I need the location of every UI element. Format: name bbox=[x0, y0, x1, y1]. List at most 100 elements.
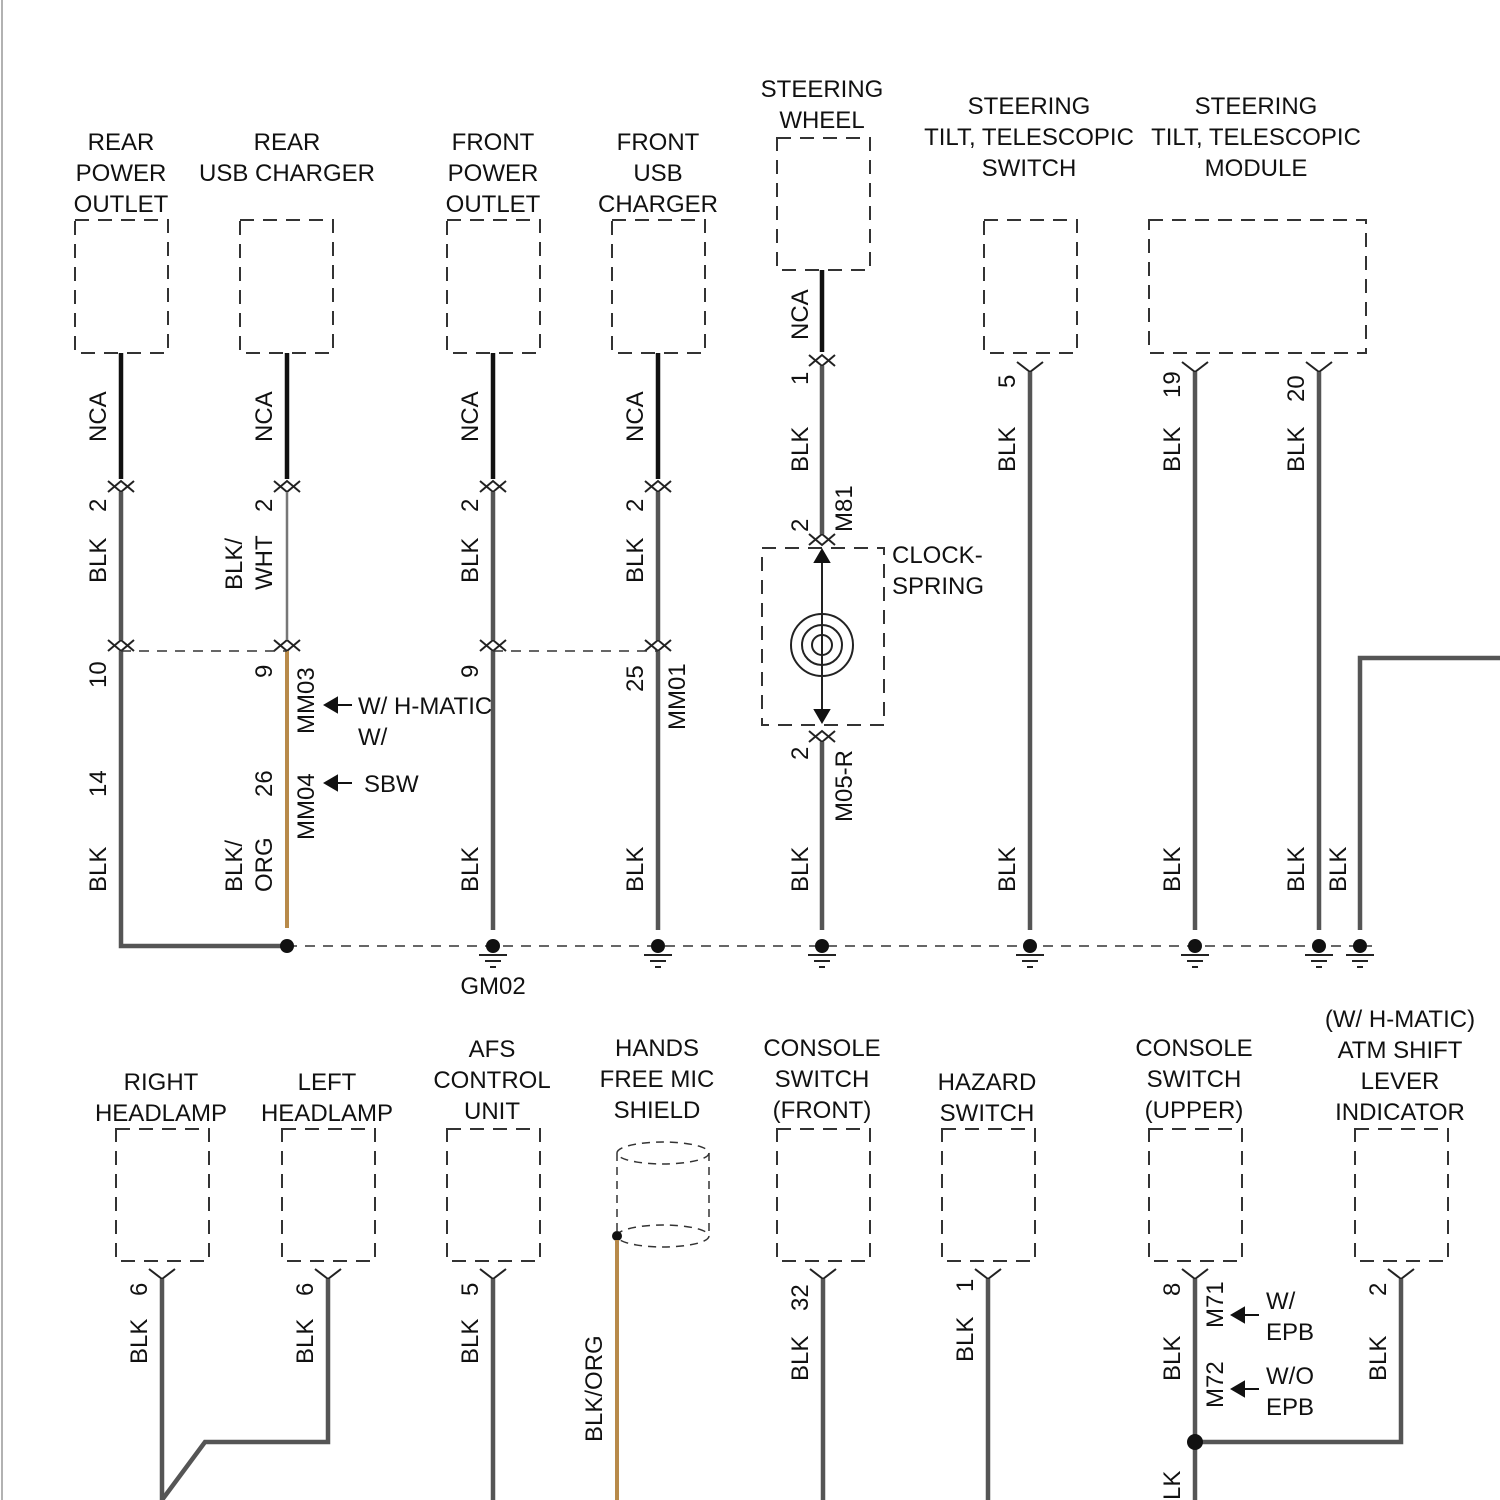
svg-text:WHEEL: WHEEL bbox=[779, 107, 864, 134]
right-headlamp-box bbox=[116, 1129, 209, 1261]
svg-text:6: 6 bbox=[126, 1283, 153, 1296]
ground-label: GM02 bbox=[460, 973, 525, 1000]
svg-text:M81: M81 bbox=[831, 485, 858, 532]
blk-wht-label: BLK/ WHT bbox=[221, 535, 278, 590]
svg-text:(UPPER): (UPPER) bbox=[1145, 1097, 1244, 1124]
tilt-module-box bbox=[1149, 220, 1366, 353]
svg-text:STEERING: STEERING bbox=[1195, 93, 1318, 120]
svg-text:W/: W/ bbox=[1266, 1288, 1296, 1315]
svg-text:SBW: SBW bbox=[364, 771, 419, 798]
svg-text:2: 2 bbox=[787, 747, 814, 760]
svg-text:8: 8 bbox=[1159, 1283, 1186, 1296]
label-console-switch-front: CONSOLE SWITCH (FRONT) bbox=[763, 1035, 880, 1124]
svg-text:M05-R: M05-R bbox=[831, 750, 858, 822]
svg-text:OUTLET: OUTLET bbox=[446, 191, 541, 218]
svg-text:FREE MIC: FREE MIC bbox=[600, 1066, 715, 1093]
connector-symbols bbox=[108, 355, 1332, 742]
note-h-matic: W/ H-MATIC W/ bbox=[325, 693, 492, 751]
svg-text:LEVER: LEVER bbox=[1361, 1068, 1440, 1095]
label-tilt-switch: STEERING TILT, TELESCOPIC SWITCH bbox=[924, 93, 1134, 182]
label-right-headlamp: RIGHT HEADLAMP bbox=[95, 1069, 227, 1127]
svg-text:BLK: BLK bbox=[787, 427, 814, 472]
svg-text:BLK: BLK bbox=[994, 427, 1021, 472]
svg-text:BLK: BLK bbox=[457, 847, 484, 892]
svg-text:BLK: BLK bbox=[1283, 847, 1310, 892]
svg-text:HANDS: HANDS bbox=[615, 1035, 699, 1062]
svg-text:14: 14 bbox=[85, 770, 112, 797]
svg-text:NCA: NCA bbox=[457, 391, 484, 442]
svg-text:CONSOLE: CONSOLE bbox=[763, 1035, 880, 1062]
front-usb-charger-box bbox=[612, 220, 705, 353]
svg-text:2: 2 bbox=[251, 499, 278, 512]
svg-text:SHIELD: SHIELD bbox=[614, 1097, 701, 1124]
svg-text:2: 2 bbox=[787, 519, 814, 532]
note-sbw: SBW bbox=[325, 771, 419, 798]
steering-wheel-box bbox=[777, 138, 870, 270]
svg-text:2: 2 bbox=[622, 499, 649, 512]
label-afs-control-unit: AFS CONTROL UNIT bbox=[433, 1036, 550, 1125]
svg-text:SPRING: SPRING bbox=[892, 573, 984, 600]
svg-text:ORG: ORG bbox=[251, 837, 278, 892]
svg-text:NCA: NCA bbox=[251, 391, 278, 442]
connector-symbols-bottom bbox=[149, 1269, 1414, 1279]
svg-text:BLK: BLK bbox=[1159, 847, 1186, 892]
svg-text:20: 20 bbox=[1283, 375, 1310, 402]
label-steering-wheel: STEERING WHEEL bbox=[761, 76, 884, 134]
svg-text:LEFT: LEFT bbox=[298, 1069, 357, 1096]
svg-text:MM01: MM01 bbox=[664, 663, 691, 730]
svg-text:BLK/: BLK/ bbox=[221, 840, 248, 892]
svg-text:NCA: NCA bbox=[85, 391, 112, 442]
nca-wires bbox=[121, 270, 822, 479]
svg-text:BLK: BLK bbox=[622, 847, 649, 892]
rear-usb-charger-box bbox=[240, 220, 333, 353]
svg-text:CHARGER: CHARGER bbox=[598, 191, 718, 218]
svg-text:HEADLAMP: HEADLAMP bbox=[261, 1100, 393, 1127]
svg-text:BLK: BLK bbox=[1159, 1336, 1186, 1381]
svg-text:HAZARD: HAZARD bbox=[938, 1069, 1037, 1096]
svg-text:TILT, TELESCOPIC: TILT, TELESCOPIC bbox=[924, 124, 1134, 151]
blk-labels-top: BLK BLK BLK BLK BLK BLK BLK BLK BLK BLK … bbox=[85, 427, 1352, 892]
svg-text:10: 10 bbox=[85, 661, 112, 688]
svg-text:LK: LK bbox=[1159, 1471, 1186, 1500]
label-tilt-module: STEERING TILT, TELESCOPIC MODULE bbox=[1151, 93, 1361, 182]
ground-symbol bbox=[479, 955, 1374, 967]
svg-text:STEERING: STEERING bbox=[761, 76, 884, 103]
svg-text:HEADLAMP: HEADLAMP bbox=[95, 1100, 227, 1127]
svg-text:FRONT: FRONT bbox=[617, 129, 700, 156]
svg-text:BLK: BLK bbox=[1365, 1336, 1392, 1381]
svg-text:1: 1 bbox=[787, 372, 814, 385]
note-w-epb: W/ EPB bbox=[1232, 1288, 1314, 1346]
svg-text:SWITCH: SWITCH bbox=[775, 1066, 870, 1093]
svg-text:EPB: EPB bbox=[1266, 1319, 1314, 1346]
svg-text:BLK: BLK bbox=[457, 1319, 484, 1364]
svg-text:2: 2 bbox=[85, 499, 112, 512]
label-clockspring: CLOCK- SPRING bbox=[892, 542, 984, 600]
svg-text:STEERING: STEERING bbox=[968, 93, 1091, 120]
ground-points bbox=[280, 939, 1367, 953]
svg-text:BLK: BLK bbox=[622, 538, 649, 583]
svg-text:TILT, TELESCOPIC: TILT, TELESCOPIC bbox=[1151, 124, 1361, 151]
svg-text:BLK: BLK bbox=[85, 847, 112, 892]
hazard-switch-box bbox=[942, 1129, 1035, 1261]
svg-text:POWER: POWER bbox=[76, 160, 167, 187]
label-hazard-switch: HAZARD SWITCH bbox=[938, 1069, 1037, 1127]
label-front-power-outlet: FRONT POWER OUTLET bbox=[446, 129, 541, 218]
svg-text:SWITCH: SWITCH bbox=[940, 1100, 1035, 1127]
svg-text:BLK: BLK bbox=[787, 847, 814, 892]
svg-text:26: 26 bbox=[251, 770, 278, 797]
left-headlamp-box bbox=[282, 1129, 375, 1261]
connector-ids-bottom: M71 M72 bbox=[1202, 1281, 1229, 1408]
svg-text:BLK/ORG: BLK/ORG bbox=[581, 1335, 608, 1442]
label-front-usb-charger: FRONT USB CHARGER bbox=[598, 129, 718, 218]
svg-text:FRONT: FRONT bbox=[452, 129, 535, 156]
svg-text:5: 5 bbox=[457, 1283, 484, 1296]
svg-text:POWER: POWER bbox=[448, 160, 539, 187]
svg-text:WHT: WHT bbox=[251, 535, 278, 590]
note-wo-epb: W/O EPB bbox=[1232, 1363, 1314, 1421]
label-console-switch-upper: CONSOLE SWITCH (UPPER) bbox=[1135, 1035, 1252, 1124]
svg-text:BLK: BLK bbox=[292, 1319, 319, 1364]
label-rear-usb-charger: REAR USB CHARGER bbox=[199, 129, 375, 187]
svg-text:USB CHARGER: USB CHARGER bbox=[199, 160, 375, 187]
svg-text:USB: USB bbox=[633, 160, 682, 187]
